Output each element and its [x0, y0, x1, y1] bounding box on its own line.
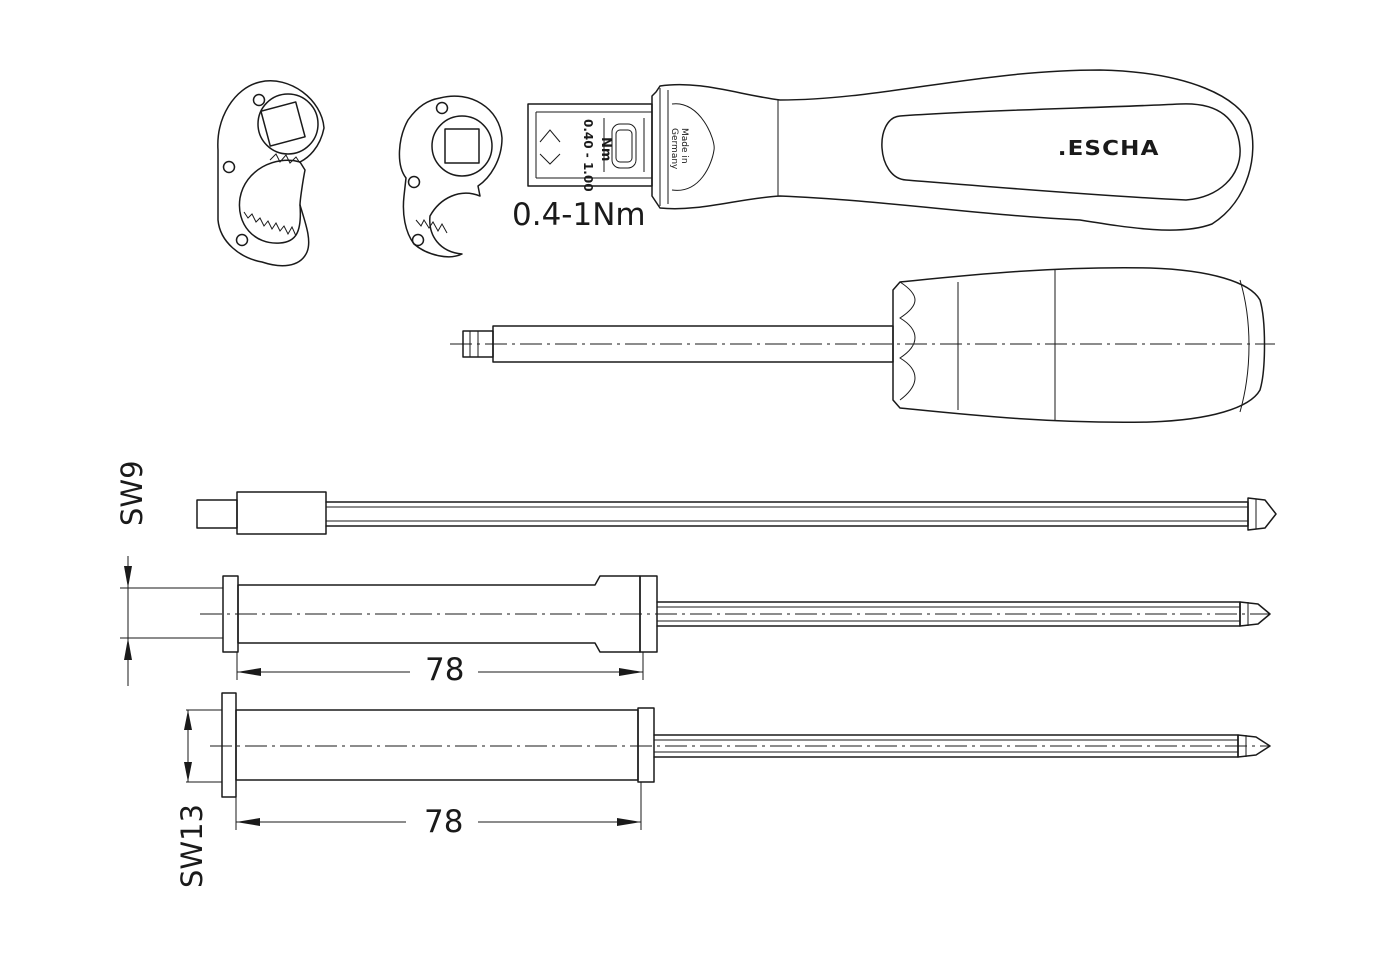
label-sw13: SW13 [175, 804, 209, 888]
dim-78-a: 78 [425, 652, 464, 688]
shaft-print-range: 0.40 - 1.00 [581, 119, 595, 192]
torque-range-label: 0.4-1Nm [512, 197, 646, 233]
screwdriver-side-view [450, 267, 1275, 423]
brand-logo: .ESCHA [1058, 137, 1160, 160]
ratchet-clip-rotated-view [398, 95, 503, 258]
shaft-print-unit: Nm [598, 137, 613, 161]
adapter-sw9: SW9 [115, 460, 1277, 535]
handle-print-line1: Made in [679, 128, 689, 164]
torque-screwdriver-handle: .ESCHA Nm 0.40 - 1.00 Made in Germany 0.… [512, 69, 1254, 233]
adapter-long-b: SW13 78 [175, 692, 1271, 888]
sw9-text: SW9 [115, 460, 149, 526]
label-sw9: SW9 [115, 460, 149, 526]
adapter-long-a: 78 [120, 556, 1271, 688]
handle-print-line2: Germany [669, 128, 679, 170]
ratchet-clip-front-view [217, 80, 325, 267]
dim-78-b: 78 [424, 804, 463, 840]
shaft-print: Nm 0.40 - 1.00 [581, 119, 613, 192]
handle-print: Made in Germany [669, 128, 689, 170]
sw13-text: SW13 [175, 804, 209, 888]
